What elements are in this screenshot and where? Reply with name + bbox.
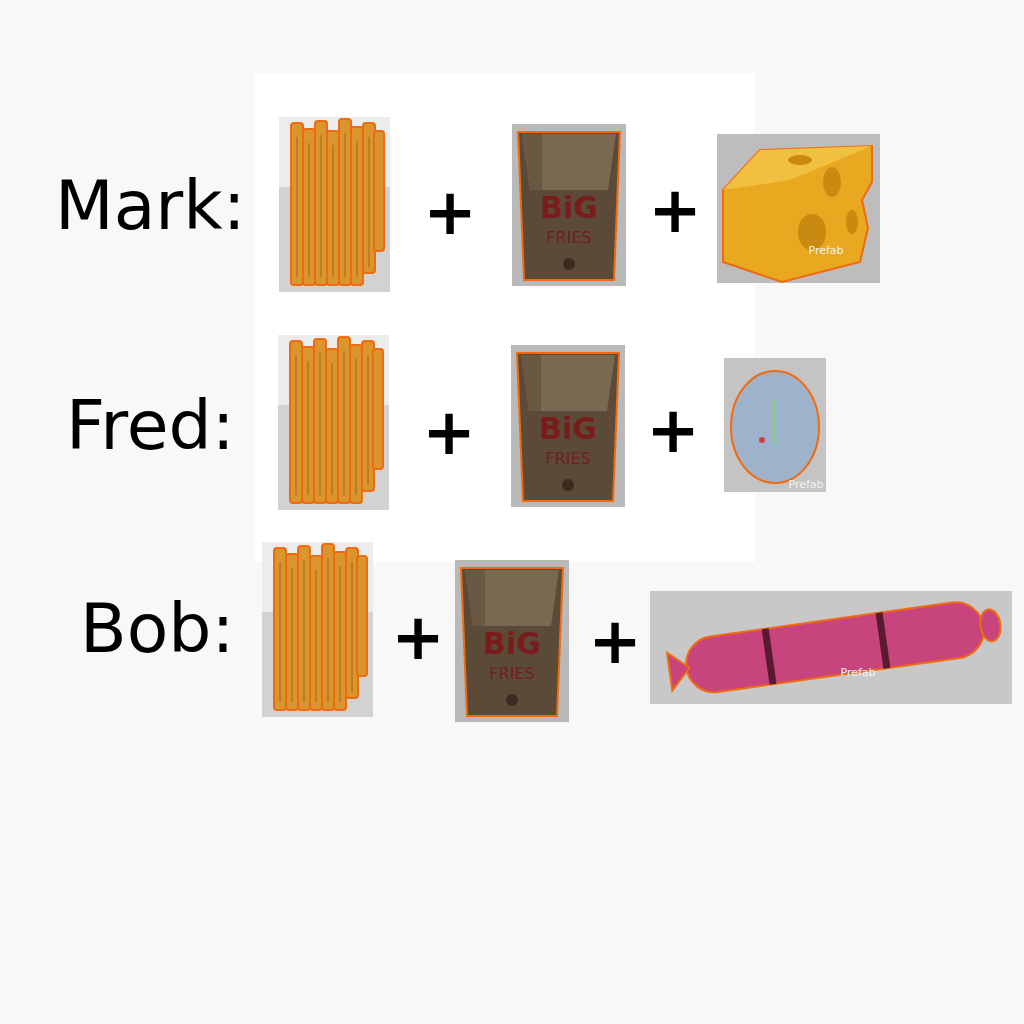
row-name: Bob: xyxy=(80,595,234,663)
row-name: Fred: xyxy=(66,392,235,460)
row-name: Mark: xyxy=(55,172,246,240)
box-brand: BiG xyxy=(539,414,597,444)
box-brand: FRIES xyxy=(546,230,591,246)
box-brand: FRIES xyxy=(489,666,534,682)
egg-icon xyxy=(724,358,826,492)
box-brand: BiG xyxy=(540,193,598,223)
fries-box-icon xyxy=(511,345,625,507)
watermark: Prefab xyxy=(840,667,875,678)
sausage-icon xyxy=(650,591,1012,704)
watermark: Prefab xyxy=(808,245,843,256)
plus-sign: + xyxy=(588,609,642,673)
plus-sign: + xyxy=(648,178,702,242)
fries-icon xyxy=(278,335,389,510)
box-brand: FRIES xyxy=(545,451,590,467)
watermark: Prefab xyxy=(788,479,823,490)
fries-icon xyxy=(279,117,390,292)
fries-box-icon xyxy=(512,124,626,286)
plus-sign: + xyxy=(422,400,476,464)
white-panel xyxy=(255,73,755,562)
fries-icon xyxy=(262,542,373,717)
cheese-icon xyxy=(717,134,880,283)
plus-sign: + xyxy=(646,398,700,462)
fries-box-icon xyxy=(455,560,569,722)
plus-sign: + xyxy=(391,605,445,669)
plus-sign: + xyxy=(423,180,477,244)
box-brand: BiG xyxy=(483,629,541,659)
